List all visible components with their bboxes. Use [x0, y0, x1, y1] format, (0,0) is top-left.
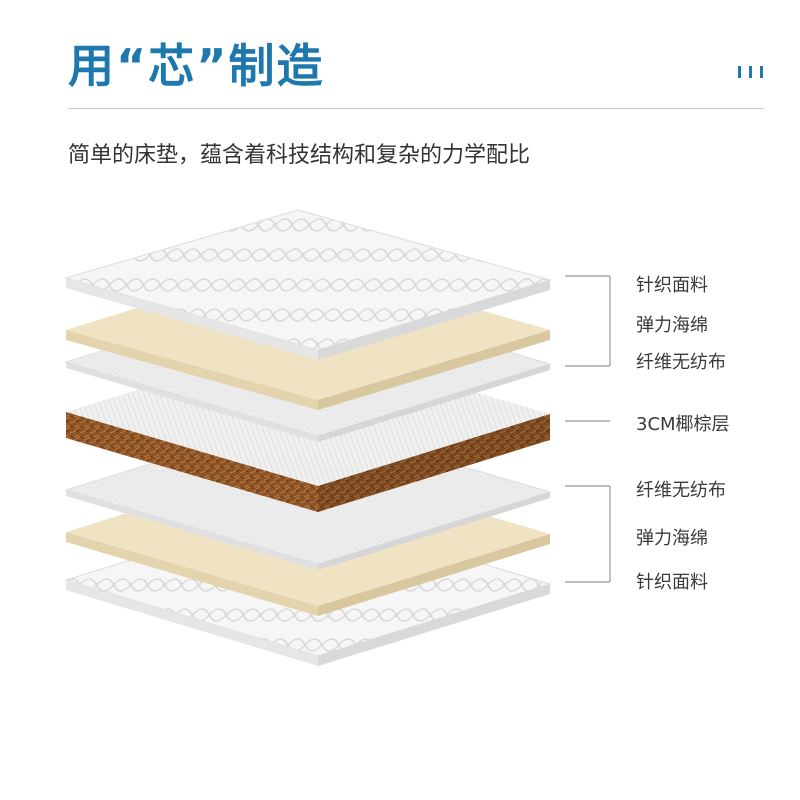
page-subtitle: 简单的床垫，蕴含着科技结构和复杂的力学配比: [68, 143, 531, 168]
label-top-fabric: 针织面料: [636, 275, 708, 296]
label-bottom-nonwoven: 纤维无纺布: [636, 480, 726, 501]
divider: [68, 108, 764, 109]
label-top-nonwoven: 纤维无纺布: [636, 352, 726, 373]
label-coir-core: 3CM椰棕层: [636, 414, 730, 435]
decorative-bars: [738, 66, 766, 78]
layer-top-fabric: [64, 209, 552, 360]
bracket-top: [565, 275, 611, 367]
bracket-bottom: [565, 485, 611, 583]
label-bottom-fabric: 针织面料: [636, 572, 708, 593]
label-top-sponge: 弹力海绵: [636, 315, 708, 336]
page-title: 用“芯”制造: [68, 39, 325, 93]
label-bottom-sponge: 弹力海绵: [636, 528, 708, 549]
